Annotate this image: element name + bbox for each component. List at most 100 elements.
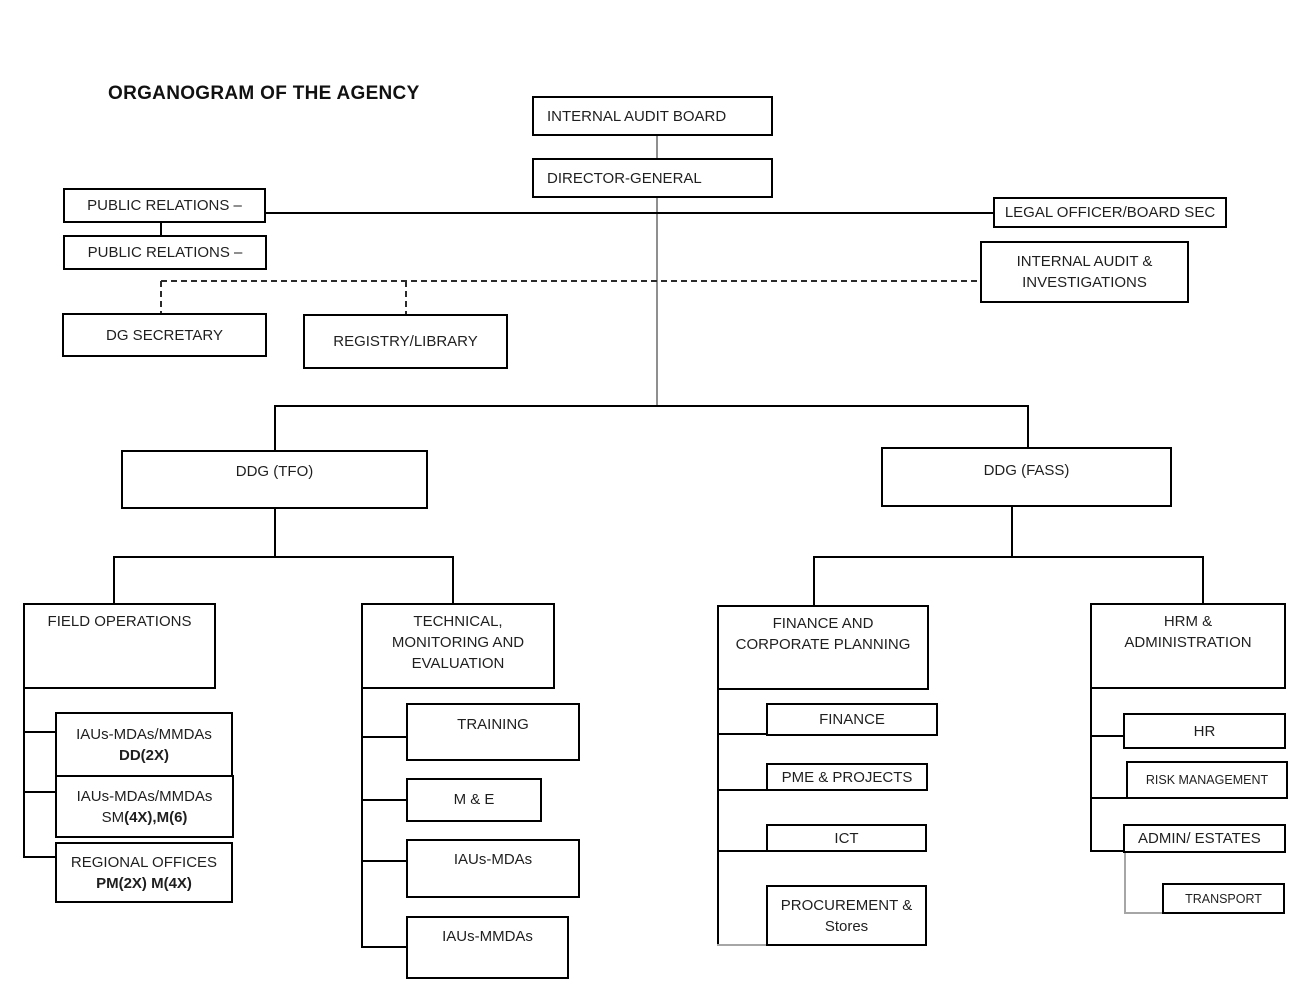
node-label: DIRECTOR-GENERAL <box>547 169 702 187</box>
connector-split-to-fass <box>1027 405 1029 447</box>
connector-technical-spine <box>361 689 363 948</box>
node-finance: FINANCE <box>766 703 938 736</box>
connector-finance-spine <box>717 690 719 945</box>
node-label: FINANCE AND <box>772 615 874 632</box>
node-hr: HR <box>1123 713 1286 749</box>
node-label: LEGAL OFFICER/BOARD SEC <box>1004 204 1216 221</box>
node-iaus-mdas-mmdas-dd: IAUs-MDAs/MMDAs DD(2X) <box>55 712 233 777</box>
node-pme-projects: PME & PROJECTS <box>766 763 928 791</box>
connector-fieldops-stub3 <box>23 856 56 858</box>
node-label: PUBLIC RELATIONS – <box>87 244 243 261</box>
node-label: CORPORATE PLANNING <box>735 636 911 653</box>
node-label: IAUs-MMDAs <box>442 928 533 945</box>
node-label: M & E <box>453 791 495 808</box>
connector-fass-to-finance <box>813 556 815 605</box>
connector-dashed-registry <box>405 281 407 314</box>
node-transport: TRANSPORT <box>1162 883 1285 914</box>
node-dg-secretary: DG SECRETARY <box>62 313 267 357</box>
connector-transport-horizontal <box>1124 912 1163 914</box>
connector-finance-stub3 <box>717 850 767 852</box>
connector-split-horizontal <box>274 405 1028 407</box>
node-label: TECHNICAL, <box>413 613 503 630</box>
node-label: SM(4X),M(6) <box>101 808 188 826</box>
node-label: ADMIN/ ESTATES <box>1138 830 1261 847</box>
connector-pr1-pr2 <box>160 222 162 236</box>
node-public-relations-1: PUBLIC RELATIONS – <box>63 188 266 223</box>
node-label: INVESTIGATIONS <box>1022 274 1147 291</box>
connector-finance-stub2 <box>717 789 767 791</box>
node-internal-audit-board: INTERNAL AUDIT BOARD <box>532 96 773 136</box>
node-director-general: DIRECTOR-GENERAL <box>532 158 773 198</box>
connector-fass-horizontal <box>813 556 1203 558</box>
node-iaus-mmdas: IAUs-MMDAs <box>406 916 569 979</box>
node-iaus-mdas: IAUs-MDAs <box>406 839 580 898</box>
connector-dg-trunk <box>656 198 658 406</box>
node-field-operations: FIELD OPERATIONS <box>23 603 216 689</box>
node-label: REGIONAL OFFICES <box>70 853 218 871</box>
connector-finance-stub1 <box>717 733 767 735</box>
node-admin-estates: ADMIN/ ESTATES <box>1123 824 1286 853</box>
connector-tfo-horizontal <box>113 556 453 558</box>
connector-hrm-stub2 <box>1090 797 1127 799</box>
node-ddg-fass: DDG (FASS) <box>881 447 1172 507</box>
node-label: MONITORING AND <box>391 634 525 651</box>
connector-tfo-to-field-ops <box>113 556 115 603</box>
connector-fieldops-stub1 <box>23 731 56 733</box>
node-label: ADMINISTRATION <box>1124 634 1252 651</box>
connector-technical-stub2 <box>361 799 407 801</box>
node-label: IAUs-MDAs/MMDAs <box>76 725 212 743</box>
connector-fass-to-hrm <box>1202 556 1204 603</box>
connector-fieldops-spine <box>23 689 25 858</box>
node-technical-monitoring-evaluation: TECHNICAL, MONITORING AND EVALUATION <box>361 603 555 689</box>
connector-tfo-drop <box>274 509 276 556</box>
connector-technical-stub4 <box>361 946 407 948</box>
node-label: PME & PROJECTS <box>781 768 913 786</box>
connector-split-to-tfo <box>274 405 276 450</box>
node-label: DDG (FASS) <box>983 462 1070 479</box>
connector-fass-drop <box>1011 507 1013 556</box>
connector-technical-stub3 <box>361 860 407 862</box>
node-label: DDG (TFO) <box>235 463 314 480</box>
node-registry-library: REGISTRY/LIBRARY <box>303 314 508 369</box>
page-title: ORGANOGRAM OF THE AGENCY <box>108 83 420 104</box>
connector-board-to-dg <box>656 136 658 158</box>
node-ict: ICT <box>766 824 927 852</box>
connector-tfo-to-technical <box>452 556 454 603</box>
connector-finance-stub4 <box>717 944 767 946</box>
node-label: EVALUATION <box>411 655 505 672</box>
node-label: DG SECRETARY <box>106 326 223 344</box>
node-procurement-stores: PROCUREMENT & Stores <box>766 885 927 946</box>
node-label: IAUs-MDAs <box>453 851 533 868</box>
connector-hrm-stub3 <box>1090 850 1124 852</box>
node-label: DD(2X) <box>118 746 169 764</box>
node-iaus-mdas-mmdas-sm: IAUs-MDAs/MMDAs SM(4X),M(6) <box>55 775 234 838</box>
node-ddg-tfo: DDG (TFO) <box>121 450 428 509</box>
node-public-relations-2: PUBLIC RELATIONS – <box>63 235 267 270</box>
connector-transport-vertical <box>1124 853 1126 913</box>
node-label: FIELD OPERATIONS <box>47 613 192 630</box>
node-label: INTERNAL AUDIT & <box>1016 253 1153 270</box>
node-label: PUBLIC RELATIONS – <box>87 197 242 214</box>
node-label: PROCUREMENT & <box>780 896 913 914</box>
connector-pr-to-legal <box>265 212 993 214</box>
node-finance-corporate-planning: FINANCE AND CORPORATE PLANNING <box>717 605 929 690</box>
node-label: PM(2X) M(4X) <box>96 874 192 892</box>
connector-fieldops-stub2 <box>23 791 56 793</box>
node-label: Stores <box>824 917 869 935</box>
node-m-and-e: M & E <box>406 778 542 822</box>
node-hrm-administration: HRM & ADMINISTRATION <box>1090 603 1286 689</box>
connector-technical-stub1 <box>361 736 407 738</box>
node-regional-offices: REGIONAL OFFICES PM(2X) M(4X) <box>55 842 233 903</box>
node-risk-management: RISK MANAGEMENT <box>1126 761 1288 799</box>
node-label: INTERNAL AUDIT BOARD <box>547 107 727 125</box>
node-legal-officer: LEGAL OFFICER/BOARD SEC <box>993 197 1227 228</box>
connector-hrm-spine <box>1090 689 1092 852</box>
connector-dashed-horizontal <box>161 280 980 282</box>
node-internal-audit-investigations: INTERNAL AUDIT & INVESTIGATIONS <box>980 241 1189 303</box>
node-label: ICT <box>834 829 859 847</box>
node-training: TRAINING <box>406 703 580 761</box>
node-label: IAUs-MDAs/MMDAs <box>76 787 213 805</box>
connector-hrm-stub1 <box>1090 735 1124 737</box>
node-label: HRM & <box>1163 613 1213 630</box>
